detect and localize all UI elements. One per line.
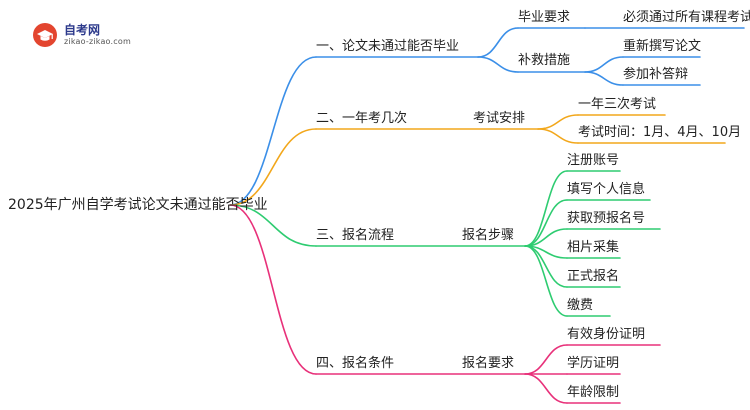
branch-4-label: 四、报名条件 bbox=[316, 356, 395, 371]
branch-1-sub-1-leaf-1: 必须通过所有课程考试 bbox=[623, 10, 750, 25]
link-b1-sub2 bbox=[477, 56, 519, 73]
logo-subtitle: zikao-zikao.com bbox=[64, 37, 131, 46]
link-root-branch-1 bbox=[229, 56, 317, 206]
logo-title: 自考网 bbox=[64, 23, 101, 37]
link-b1-sub2-leaf2 bbox=[584, 71, 624, 86]
link-b1-sub2-leaf1 bbox=[584, 56, 624, 73]
branch-2-sub-1-leaf-2: 考试时间：1月、4月、10月 bbox=[578, 125, 742, 140]
site-logo[interactable]: 自考网 zikao-zikao.com bbox=[32, 18, 142, 52]
branch-3-leaf-2: 填写个人信息 bbox=[567, 182, 646, 197]
link-root-branch-2 bbox=[229, 128, 317, 206]
branch-3-leaf-1: 注册账号 bbox=[567, 153, 620, 168]
branch-4-leaf-2: 学历证明 bbox=[567, 356, 620, 371]
link-b3-leaf-1 bbox=[524, 170, 568, 247]
link-b4-leaf-1 bbox=[524, 344, 568, 375]
link-b2-leaf2 bbox=[537, 128, 579, 144]
link-root-branch-4 bbox=[229, 204, 317, 375]
branch-3-leaf-4: 相片采集 bbox=[567, 240, 620, 255]
branch-4-leaf-1: 有效身份证明 bbox=[567, 327, 646, 342]
link-b3-leaf-6 bbox=[524, 245, 568, 317]
link-b4-leaf-3 bbox=[524, 373, 568, 404]
branch-2-sub-1-leaf-1: 一年三次考试 bbox=[578, 97, 657, 112]
branch-1-label: 一、论文未通过能否毕业 bbox=[316, 39, 460, 54]
branch-4-leaf-3: 年龄限制 bbox=[567, 385, 620, 400]
branch-3-leaf-6: 缴费 bbox=[567, 298, 594, 313]
branch-3-sub-1: 报名步骤 bbox=[462, 228, 515, 243]
mindmap-root: 2025年广州自学考试论文未通过能否毕业 bbox=[8, 197, 268, 213]
branch-1-sub-2: 补救措施 bbox=[518, 53, 571, 68]
branch-1-sub-2-leaf-2: 参加补答辩 bbox=[623, 67, 689, 82]
graduation-cap-icon bbox=[33, 23, 57, 47]
branch-3-leaf-5: 正式报名 bbox=[567, 269, 620, 284]
link-b1-sub1 bbox=[477, 27, 519, 58]
branch-3-label: 三、报名流程 bbox=[316, 228, 395, 243]
branch-3-leaf-3: 获取预报名号 bbox=[567, 211, 646, 226]
branch-2-label: 二、一年考几次 bbox=[316, 111, 408, 126]
branch-1-sub-2-leaf-1: 重新撰写论文 bbox=[623, 39, 702, 54]
branch-2-sub-1: 考试安排 bbox=[473, 111, 526, 126]
link-root-branch-3 bbox=[229, 204, 317, 247]
link-b2-leaf1 bbox=[537, 114, 579, 130]
branch-4-sub-1: 报名要求 bbox=[462, 356, 515, 371]
branch-1-sub-1: 毕业要求 bbox=[518, 10, 571, 25]
